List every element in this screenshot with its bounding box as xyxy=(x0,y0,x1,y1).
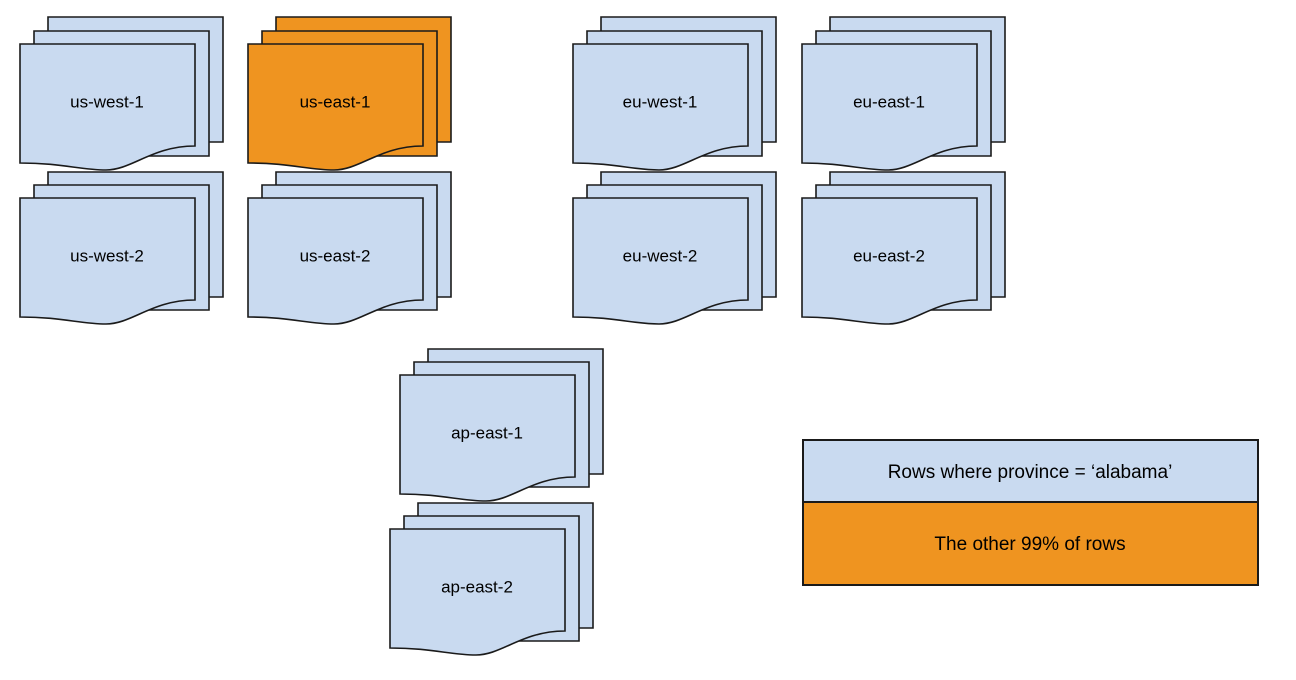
document-stack-us-east-2[interactable]: us-east-2 xyxy=(247,171,452,325)
stack-sheet-front xyxy=(247,43,424,171)
stack-sheet-front xyxy=(19,43,196,171)
document-stack-eu-east-2[interactable]: eu-east-2 xyxy=(801,171,1006,325)
stack-label: us-east-1 xyxy=(300,92,371,111)
stack-sheet-front xyxy=(19,197,196,325)
document-stack-eu-west-2[interactable]: eu-west-2 xyxy=(572,171,777,325)
stack-sheet-front xyxy=(801,43,978,171)
stack-label: ap-east-2 xyxy=(441,577,513,596)
document-stack-ap-east-1[interactable]: ap-east-1 xyxy=(399,348,604,502)
document-stack-ap-east-2[interactable]: ap-east-2 xyxy=(389,502,594,656)
legend-label-normal: Rows where province = ‘alabama’ xyxy=(888,462,1173,483)
legend-swatch-highlight xyxy=(802,501,1259,586)
document-stack-eu-east-1[interactable]: eu-east-1 xyxy=(801,16,1006,171)
stack-sheet-front xyxy=(801,197,978,325)
stack-label: eu-east-2 xyxy=(853,246,925,265)
stack-label: us-west-1 xyxy=(70,92,144,111)
document-stack-us-west-2[interactable]: us-west-2 xyxy=(19,171,224,325)
stack-sheet-front xyxy=(399,374,576,502)
stack-sheet-front xyxy=(389,528,566,656)
stack-sheet-front xyxy=(572,197,749,325)
legend: Rows where province = ‘alabama’ The othe… xyxy=(802,439,1259,586)
stack-label: us-east-2 xyxy=(300,246,371,265)
document-stack-us-west-1[interactable]: us-west-1 xyxy=(19,16,224,171)
stack-label: ap-east-1 xyxy=(451,423,523,442)
legend-row-highlight: The other 99% of rows xyxy=(802,501,1259,586)
stack-label: eu-east-1 xyxy=(853,92,925,111)
stack-sheet-front xyxy=(247,197,424,325)
stack-sheet-front xyxy=(572,43,749,171)
stack-label: eu-west-2 xyxy=(623,246,698,265)
legend-label-highlight: The other 99% of rows xyxy=(934,534,1125,555)
document-stack-us-east-1[interactable]: us-east-1 xyxy=(247,16,452,171)
document-stack-eu-west-1[interactable]: eu-west-1 xyxy=(572,16,777,171)
stack-label: eu-west-1 xyxy=(623,92,698,111)
stack-label: us-west-2 xyxy=(70,246,144,265)
legend-row-normal: Rows where province = ‘alabama’ xyxy=(802,439,1259,503)
